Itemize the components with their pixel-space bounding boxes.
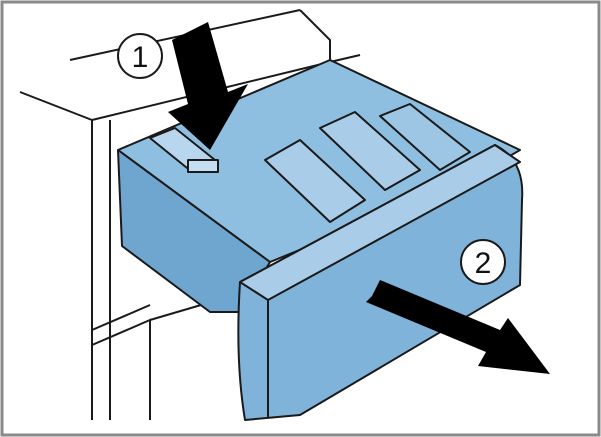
- step-1-marker: 1: [117, 33, 163, 79]
- pull-out-arrow-icon: [366, 280, 550, 374]
- machine-housing: [19, 9, 361, 420]
- step-1-label: 1: [132, 41, 149, 74]
- step-2-label: 2: [475, 247, 492, 280]
- step-2-marker: 2: [460, 239, 506, 285]
- push-down-arrow-icon: [168, 22, 248, 150]
